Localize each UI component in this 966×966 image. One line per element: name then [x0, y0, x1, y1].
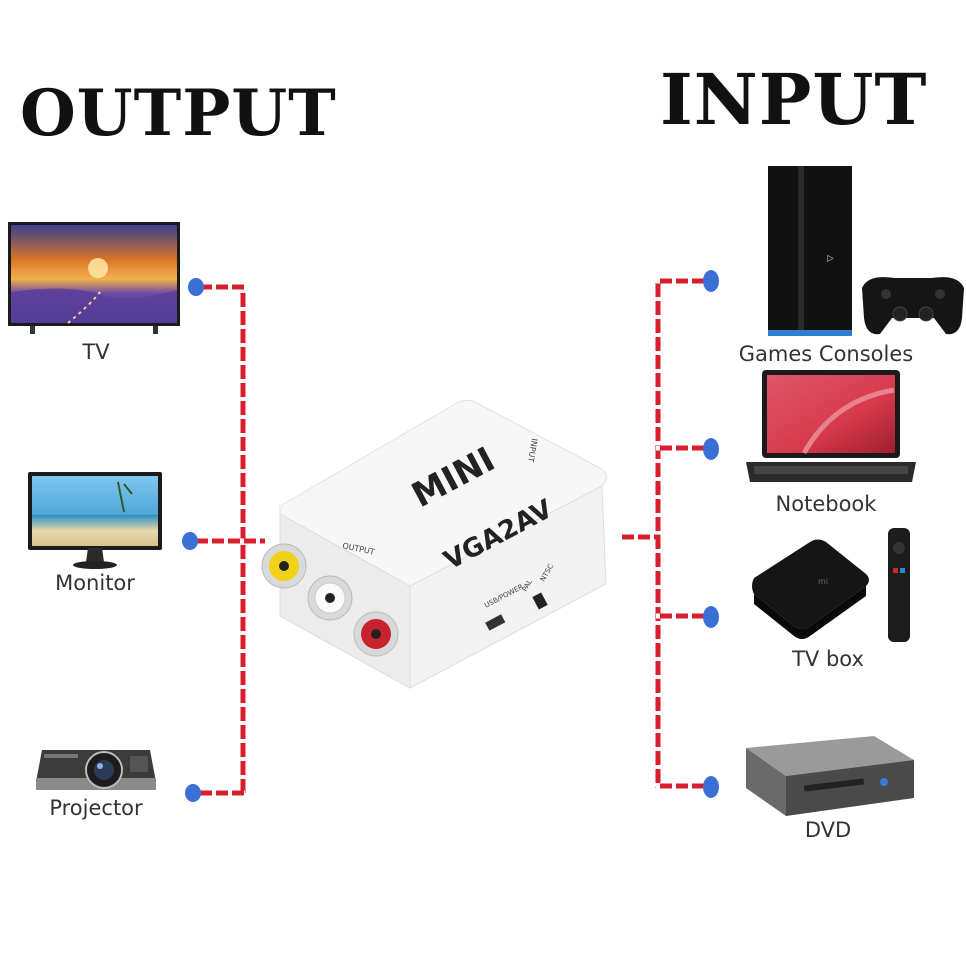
dvd-endpoint [703, 776, 719, 798]
yellow-rca-jack [261, 543, 307, 589]
tv-box-icon: mi [752, 528, 910, 642]
svg-text:ᐅ: ᐅ [826, 253, 834, 265]
pal-ntsc-switch [532, 592, 548, 610]
projector-label: Projector [49, 796, 143, 820]
game-consoles-label: Games Consoles [738, 342, 914, 366]
notebook-endpoint [703, 438, 719, 460]
tv-icon [8, 222, 180, 334]
dvd-label: DVD [804, 818, 852, 842]
game-console-icon: ᐅ [768, 166, 964, 336]
tvbox-endpoint [703, 606, 719, 628]
monitor-endpoint [182, 532, 198, 550]
usb-power-port [485, 614, 506, 631]
monitor-label: Monitor [55, 571, 135, 595]
svg-text:mi: mi [818, 577, 828, 586]
input-connectors [618, 278, 710, 789]
projector-icon [36, 750, 156, 790]
tv-label: TV [82, 340, 110, 364]
monitor-icon [28, 472, 162, 569]
output-connectors [192, 284, 265, 796]
white-rca-jack [307, 575, 353, 621]
projector-endpoint [185, 784, 201, 802]
notebook-label: Notebook [775, 492, 877, 516]
output-heading: OUTPUT [20, 76, 337, 151]
notebook-icon [746, 370, 916, 482]
tv-box-label: TV box [792, 647, 864, 671]
dvd-player-icon [746, 736, 914, 816]
input-heading: INPUT [660, 58, 928, 141]
vga2av-converter: MINI VGA2AV OUTPUT INPUT USB/POWER PAL N… [261, 399, 607, 689]
console-endpoint [703, 270, 719, 292]
tv-endpoint [188, 278, 204, 296]
red-rca-jack [353, 611, 399, 657]
input-port-text: INPUT [526, 438, 539, 463]
